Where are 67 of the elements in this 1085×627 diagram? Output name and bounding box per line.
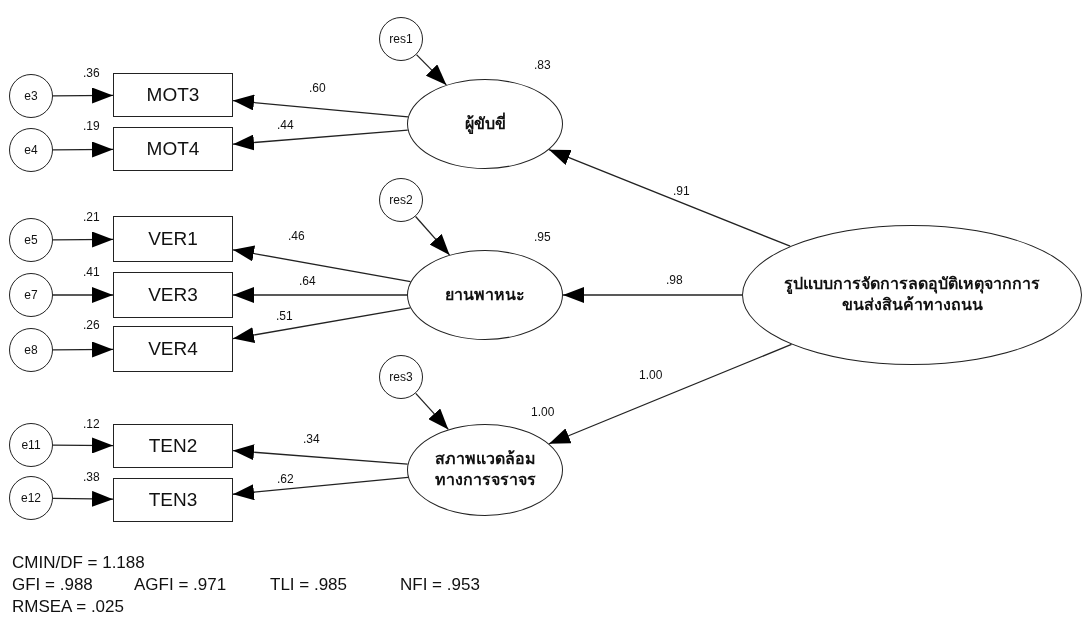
estimate-label: .36	[83, 66, 100, 80]
arrow	[52, 231, 114, 248]
edge-label: .60	[308, 81, 327, 95]
error-circle: e3	[9, 74, 53, 118]
estimate-label: .95	[534, 230, 551, 244]
edge-label: .62	[276, 472, 295, 486]
arrow	[232, 245, 412, 283]
indicator-box: MOT4	[113, 127, 233, 171]
edge-label: .51	[275, 309, 294, 323]
arrow	[52, 490, 114, 507]
arrow	[232, 287, 408, 303]
fit-statistic: CMIN/DF = 1.188	[12, 553, 145, 573]
error-circle: res2	[379, 178, 423, 222]
arrow	[232, 94, 409, 118]
error-circle: e5	[9, 218, 53, 262]
fit-statistic: NFI = .953	[400, 575, 480, 595]
indicator-box: MOT3	[113, 73, 233, 117]
indicator-box: TEN3	[113, 478, 233, 522]
indicator-box: VER4	[113, 326, 233, 372]
indicator-box: TEN2	[113, 424, 233, 468]
error-circle: e4	[9, 128, 53, 172]
edge-label: .34	[302, 432, 321, 446]
arrow	[232, 476, 409, 501]
edge-label: .91	[672, 184, 691, 198]
estimate-label: .19	[83, 119, 100, 133]
error-circle: res1	[379, 17, 423, 61]
estimate-label: .41	[83, 265, 100, 279]
arrow	[548, 149, 791, 247]
edge-label: .98	[665, 273, 684, 287]
estimate-label: 1.00	[531, 405, 555, 419]
error-circle: e8	[9, 328, 53, 372]
indicator-box: VER3	[113, 272, 233, 318]
edge-label: 1.00	[638, 368, 664, 382]
arrow	[52, 341, 114, 358]
arrow	[52, 287, 114, 303]
fit-statistic: TLI = .985	[270, 575, 348, 595]
estimate-label: .26	[83, 318, 100, 332]
arrow	[414, 215, 451, 256]
edge-label: .46	[287, 229, 306, 243]
edge-label: .44	[276, 118, 295, 132]
latent-ellipse: สภาพแวดล้อมทางการจราจร	[407, 424, 563, 516]
arrow	[52, 87, 114, 104]
indicator-box: VER1	[113, 216, 233, 262]
error-circle: e12	[9, 476, 53, 520]
estimate-label: .21	[83, 210, 100, 224]
fit-statistic: GFI = .988	[12, 575, 93, 595]
edge-label: .64	[298, 274, 317, 288]
arrow	[52, 141, 114, 158]
error-circle: res3	[379, 355, 423, 399]
latent-ellipse: ยานพาหนะ	[407, 250, 563, 340]
latent-ellipse: ผู้ขับขี่	[407, 79, 563, 169]
arrow	[548, 343, 793, 445]
estimate-label: .12	[83, 417, 100, 431]
arrow	[232, 444, 409, 465]
arrow	[232, 129, 409, 151]
arrow	[232, 307, 411, 343]
arrow	[415, 54, 447, 86]
arrow	[562, 287, 743, 303]
arrow	[52, 437, 114, 454]
estimate-label: .83	[534, 58, 551, 72]
fit-statistic: AGFI = .971	[134, 575, 227, 595]
arrow	[415, 392, 449, 431]
error-circle: e7	[9, 273, 53, 317]
estimate-label: .38	[83, 470, 100, 484]
error-circle: e11	[9, 423, 53, 467]
latent-ellipse: รูปแบบการจัดการลดอุบัติเหตุจากการขนส่งสินค้าทางถนน	[742, 225, 1082, 365]
fit-statistic: RMSEA = .025	[12, 597, 124, 617]
